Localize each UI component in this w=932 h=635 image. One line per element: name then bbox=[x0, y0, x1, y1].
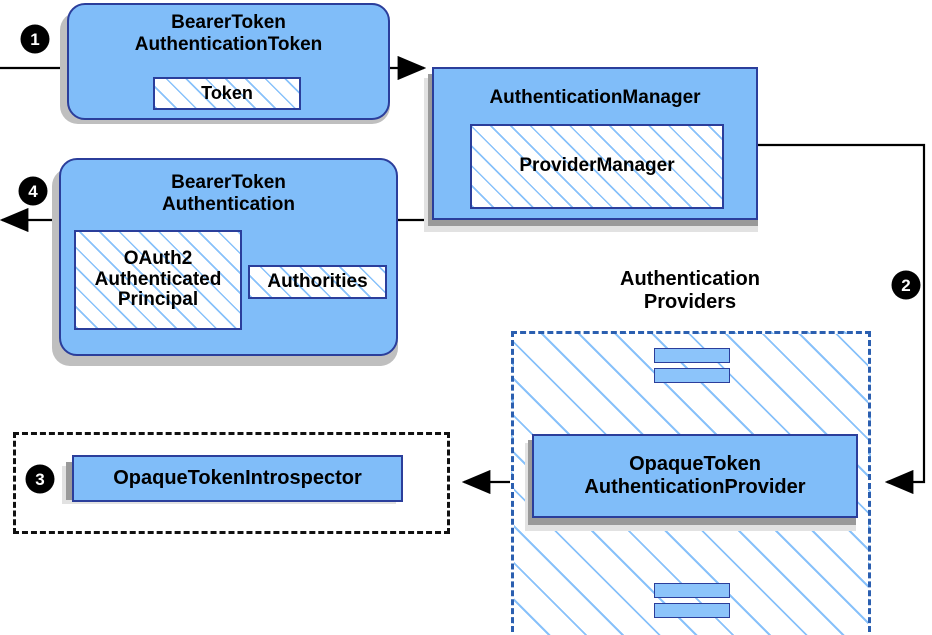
provider-stack-bar-top-1 bbox=[654, 348, 730, 363]
oauth2-principal-line2: Authenticated bbox=[94, 268, 222, 290]
opaque-token-authentication-provider-box[interactable]: OpaqueToken AuthenticationProvider bbox=[532, 434, 858, 518]
oauth2-authenticated-principal-box[interactable]: OAuth2 Authenticated Principal bbox=[74, 230, 242, 330]
opaque-token-introspector-box[interactable]: OpaqueTokenIntrospector bbox=[72, 455, 403, 502]
provider-stack-bar-top-2 bbox=[654, 368, 730, 383]
token-inner-label: Token bbox=[201, 82, 253, 103]
opaque-token-authentication-provider-title-line2: AuthenticationProvider bbox=[584, 476, 806, 498]
provider-stack-bar-bottom-1 bbox=[654, 583, 730, 598]
bearer-token-authentication-token-box[interactable]: BearerToken AuthenticationToken Token bbox=[67, 3, 390, 120]
opaque-token-introspector-label: OpaqueTokenIntrospector bbox=[113, 467, 362, 489]
step-badge-4: 4 bbox=[20, 178, 46, 204]
oauth2-principal-line3: Principal bbox=[117, 289, 199, 311]
authorities-label: Authorities bbox=[267, 270, 368, 292]
step-badge-2: 2 bbox=[893, 272, 919, 298]
step-badge-3: 3 bbox=[27, 466, 53, 492]
oauth2-principal-line1: OAuth2 bbox=[123, 247, 193, 269]
opaque-token-introspector-container bbox=[13, 432, 450, 534]
bearer-token-authentication-title-line2: Authentication bbox=[162, 194, 295, 215]
authentication-providers-label-line1: Authentication bbox=[620, 268, 760, 290]
authentication-manager-title: AuthenticationManager bbox=[489, 87, 701, 108]
token-inner-box[interactable]: Token bbox=[153, 77, 301, 110]
opaque-token-authentication-provider-title-line1: OpaqueToken bbox=[629, 453, 761, 475]
authorities-box[interactable]: Authorities bbox=[248, 265, 387, 299]
authentication-providers-label-line2: Providers bbox=[643, 291, 737, 313]
provider-stack-bar-bottom-2 bbox=[654, 603, 730, 618]
provider-manager-label: ProviderManager bbox=[519, 155, 675, 177]
bearer-token-authentication-token-title-line1: BearerToken bbox=[171, 12, 286, 33]
bearer-token-authentication-title-line1: BearerToken bbox=[171, 172, 286, 193]
bearer-token-authentication-box[interactable]: BearerToken Authentication OAuth2 Authen… bbox=[59, 158, 398, 356]
step-badge-1: 1 bbox=[22, 26, 48, 52]
authentication-manager-box[interactable]: AuthenticationManager ProviderManager bbox=[432, 67, 758, 220]
provider-manager-inner-box[interactable]: ProviderManager bbox=[470, 124, 724, 209]
bearer-token-authentication-token-title-line2: AuthenticationToken bbox=[134, 34, 323, 55]
